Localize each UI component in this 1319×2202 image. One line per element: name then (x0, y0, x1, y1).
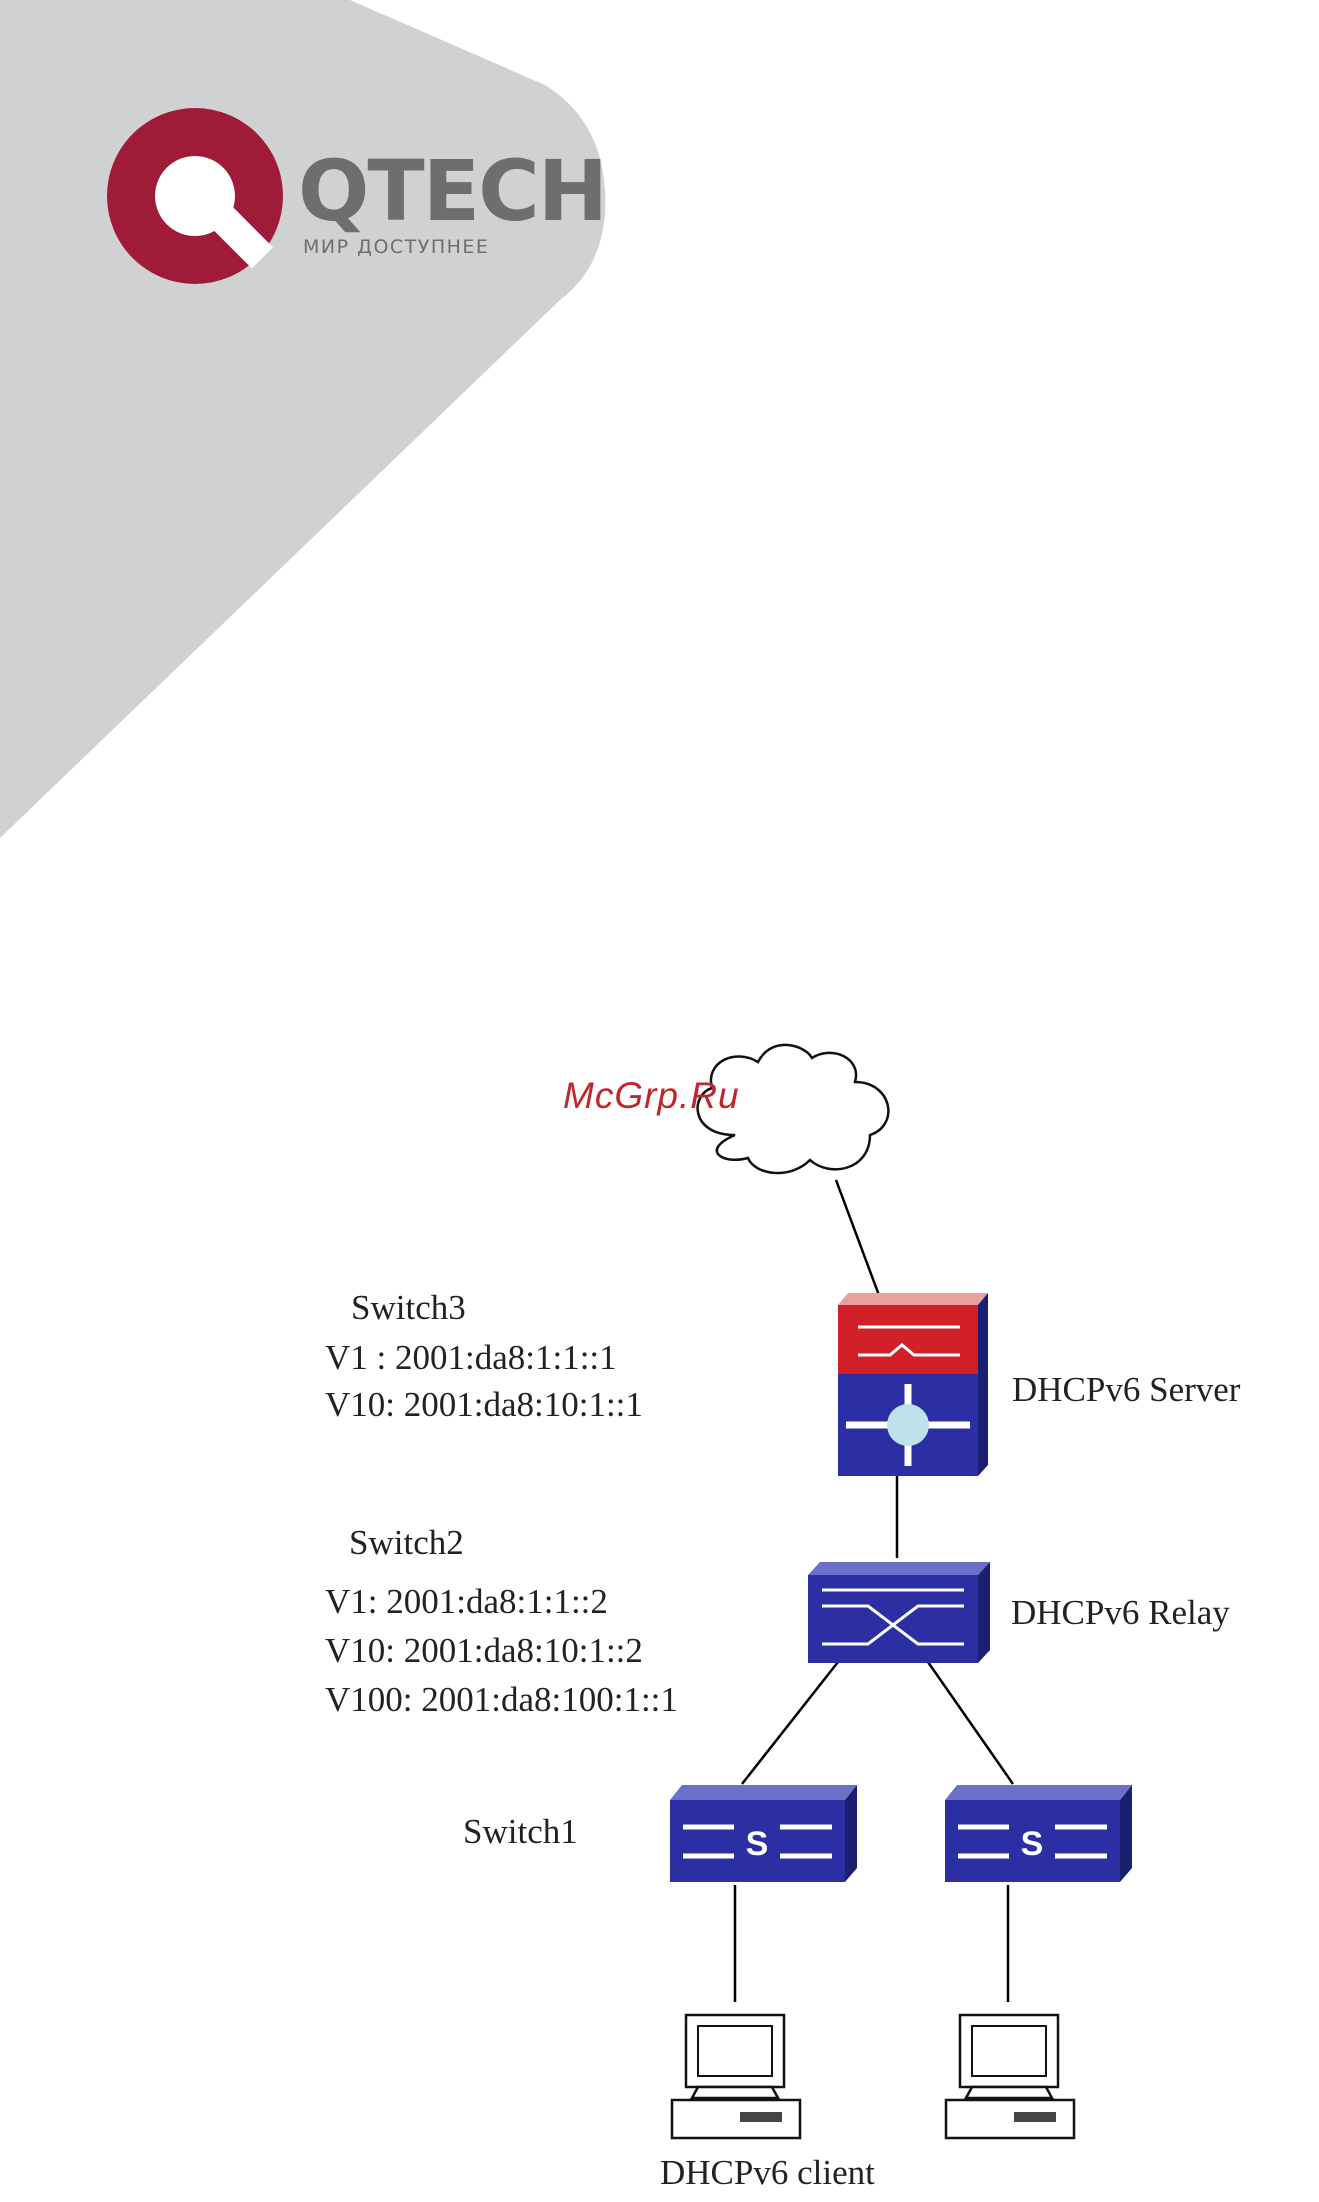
access-switch-icon: S (670, 1785, 857, 1882)
switch3-ip-v10: V10: 2001:da8:10:1::1 (325, 1385, 643, 1425)
switch1-name: Switch1 (463, 1812, 578, 1852)
relay-switch-icon (808, 1562, 990, 1663)
server-role-label: DHCPv6 Server (1012, 1370, 1240, 1410)
l3-switch-icon (838, 1293, 988, 1476)
switch2-ip-v100: V100: 2001:da8:100:1::1 (325, 1680, 678, 1720)
switch3-ip-v1: V1 : 2001:da8:1:1::1 (325, 1338, 617, 1378)
svg-text:S: S (1021, 1825, 1044, 1863)
link-switch2-switch1 (742, 1662, 838, 1784)
computer-icon (946, 2015, 1074, 2138)
switch2-ip-v1: V1: 2001:da8:1:1::2 (325, 1582, 608, 1622)
switch2-ip-v10: V10: 2001:da8:10:1::2 (325, 1631, 643, 1671)
switch3-name: Switch3 (351, 1288, 466, 1328)
relay-role-label: DHCPv6 Relay (1011, 1593, 1230, 1633)
switch2-name: Switch2 (349, 1523, 464, 1563)
watermark: McGrp.Ru (563, 1075, 740, 1117)
client-label: DHCPv6 client (660, 2153, 875, 2193)
svg-text:S: S (746, 1825, 769, 1863)
access-switch-icon: S (945, 1785, 1132, 1882)
link-switch2-switch1b (928, 1662, 1013, 1784)
computer-icon (672, 2015, 800, 2138)
link-cloud-switch3 (836, 1180, 880, 1298)
